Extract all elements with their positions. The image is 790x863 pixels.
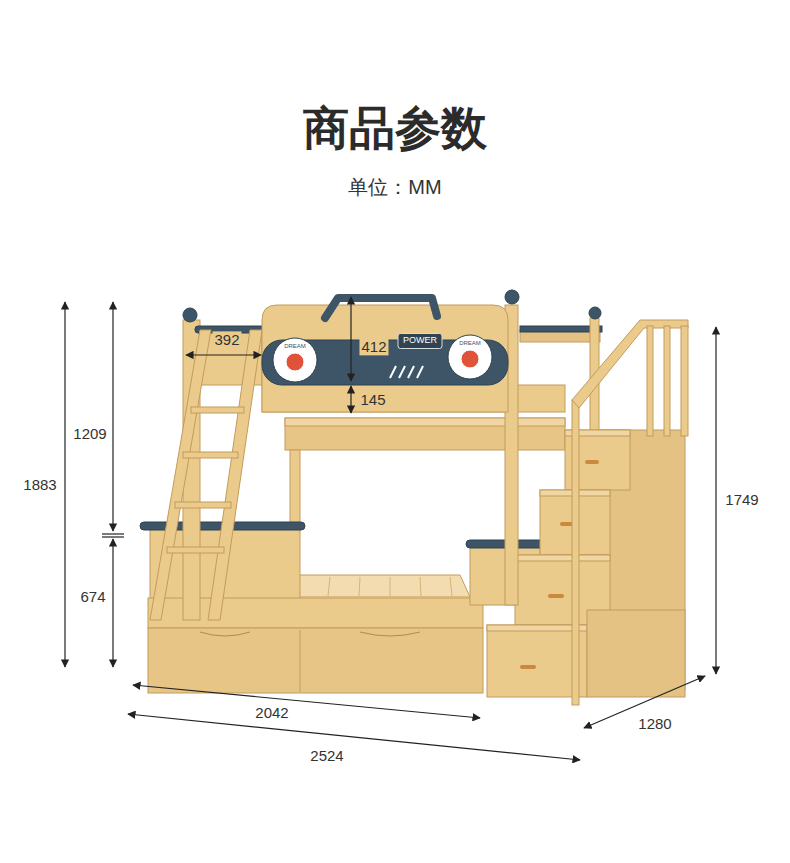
- badge-text: POWER: [403, 336, 437, 346]
- wheel-text: DREAM: [459, 340, 481, 347]
- dimension-label: 1209: [73, 425, 106, 442]
- dimension-label: 674: [80, 588, 105, 605]
- wheel-text: DREAM: [284, 343, 306, 350]
- dimension-label: 1883: [23, 476, 56, 493]
- dimension-label: 145: [358, 391, 387, 408]
- dimension-label: 392: [212, 331, 241, 348]
- dimension-label: 412: [359, 338, 388, 355]
- unit-note: 单位：MM: [348, 176, 441, 199]
- dimension-label: 1749: [725, 491, 758, 508]
- badge-box: POWER: [398, 333, 443, 349]
- dimension-label: 2042: [255, 704, 288, 721]
- dimension-label: 1280: [638, 715, 671, 732]
- dimension-label: 2524: [310, 747, 343, 764]
- page-title: 商品参数: [303, 102, 487, 155]
- dimension-lines: [65, 297, 716, 760]
